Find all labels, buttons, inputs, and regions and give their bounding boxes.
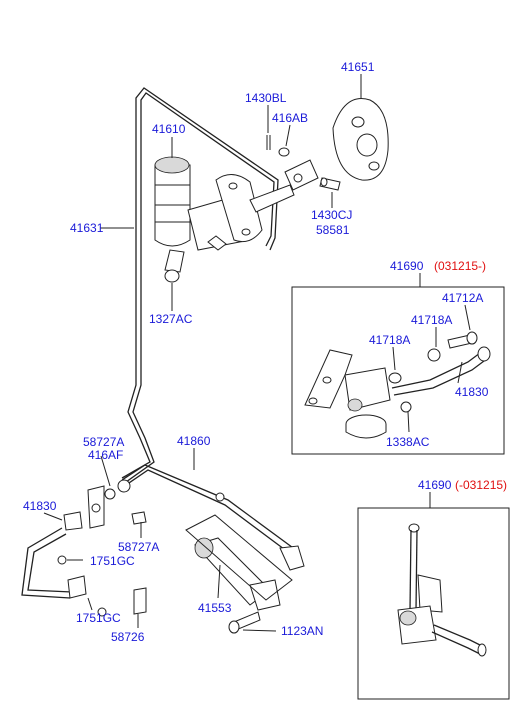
label-58727A-a: 58727A bbox=[83, 435, 124, 449]
label-1338AC: 1338AC bbox=[386, 435, 430, 449]
label-1123AN: 1123AN bbox=[281, 624, 323, 638]
label-41830-a: 41830 bbox=[455, 385, 489, 399]
master-cylinder-41610 bbox=[154, 156, 319, 283]
label-41631: 41631 bbox=[70, 221, 104, 235]
leader-lines-top bbox=[100, 74, 362, 311]
label-41860: 41860 bbox=[177, 434, 211, 448]
clutch-tube-41631 bbox=[121, 87, 279, 483]
label-58581: 58581 bbox=[316, 223, 350, 237]
label-1327AC: 1327AC bbox=[149, 312, 193, 326]
label-41830-b: 41830 bbox=[23, 499, 57, 513]
label-416AB: 416AB bbox=[272, 111, 308, 125]
label-41690-a: 41690 bbox=[390, 259, 424, 273]
label-58727A-b: 58727A bbox=[118, 540, 159, 554]
detail-box-41690-old bbox=[357, 492, 510, 700]
pins-and-washer bbox=[266, 135, 341, 191]
part-labels: 41651 1430BL 416AB 41610 41631 1430CJ 58… bbox=[23, 60, 507, 644]
lower-hose-assembly bbox=[21, 448, 305, 634]
label-41718A-a: 41718A bbox=[411, 313, 452, 327]
label-1751GC-b: 1751GC bbox=[76, 611, 121, 625]
label-41690-b: 41690 bbox=[418, 478, 452, 492]
label-41718A-b: 41718A bbox=[369, 333, 410, 347]
label-416AF: 416AF bbox=[88, 448, 123, 462]
label-1751GC-a: 1751GC bbox=[90, 554, 135, 568]
gasket-41651 bbox=[332, 98, 389, 181]
label-1430CJ: 1430CJ bbox=[311, 208, 352, 222]
detail-box-41690-new bbox=[291, 273, 505, 455]
label-41712A: 41712A bbox=[442, 291, 483, 305]
label-41651: 41651 bbox=[341, 60, 375, 74]
label-date-031215-new: (031215-) bbox=[434, 259, 486, 273]
label-1430BL: 1430BL bbox=[245, 91, 287, 105]
label-58726: 58726 bbox=[111, 630, 145, 644]
label-41610: 41610 bbox=[152, 122, 186, 136]
label-date-031215-old: (-031215) bbox=[455, 478, 507, 492]
label-41553: 41553 bbox=[198, 601, 232, 615]
